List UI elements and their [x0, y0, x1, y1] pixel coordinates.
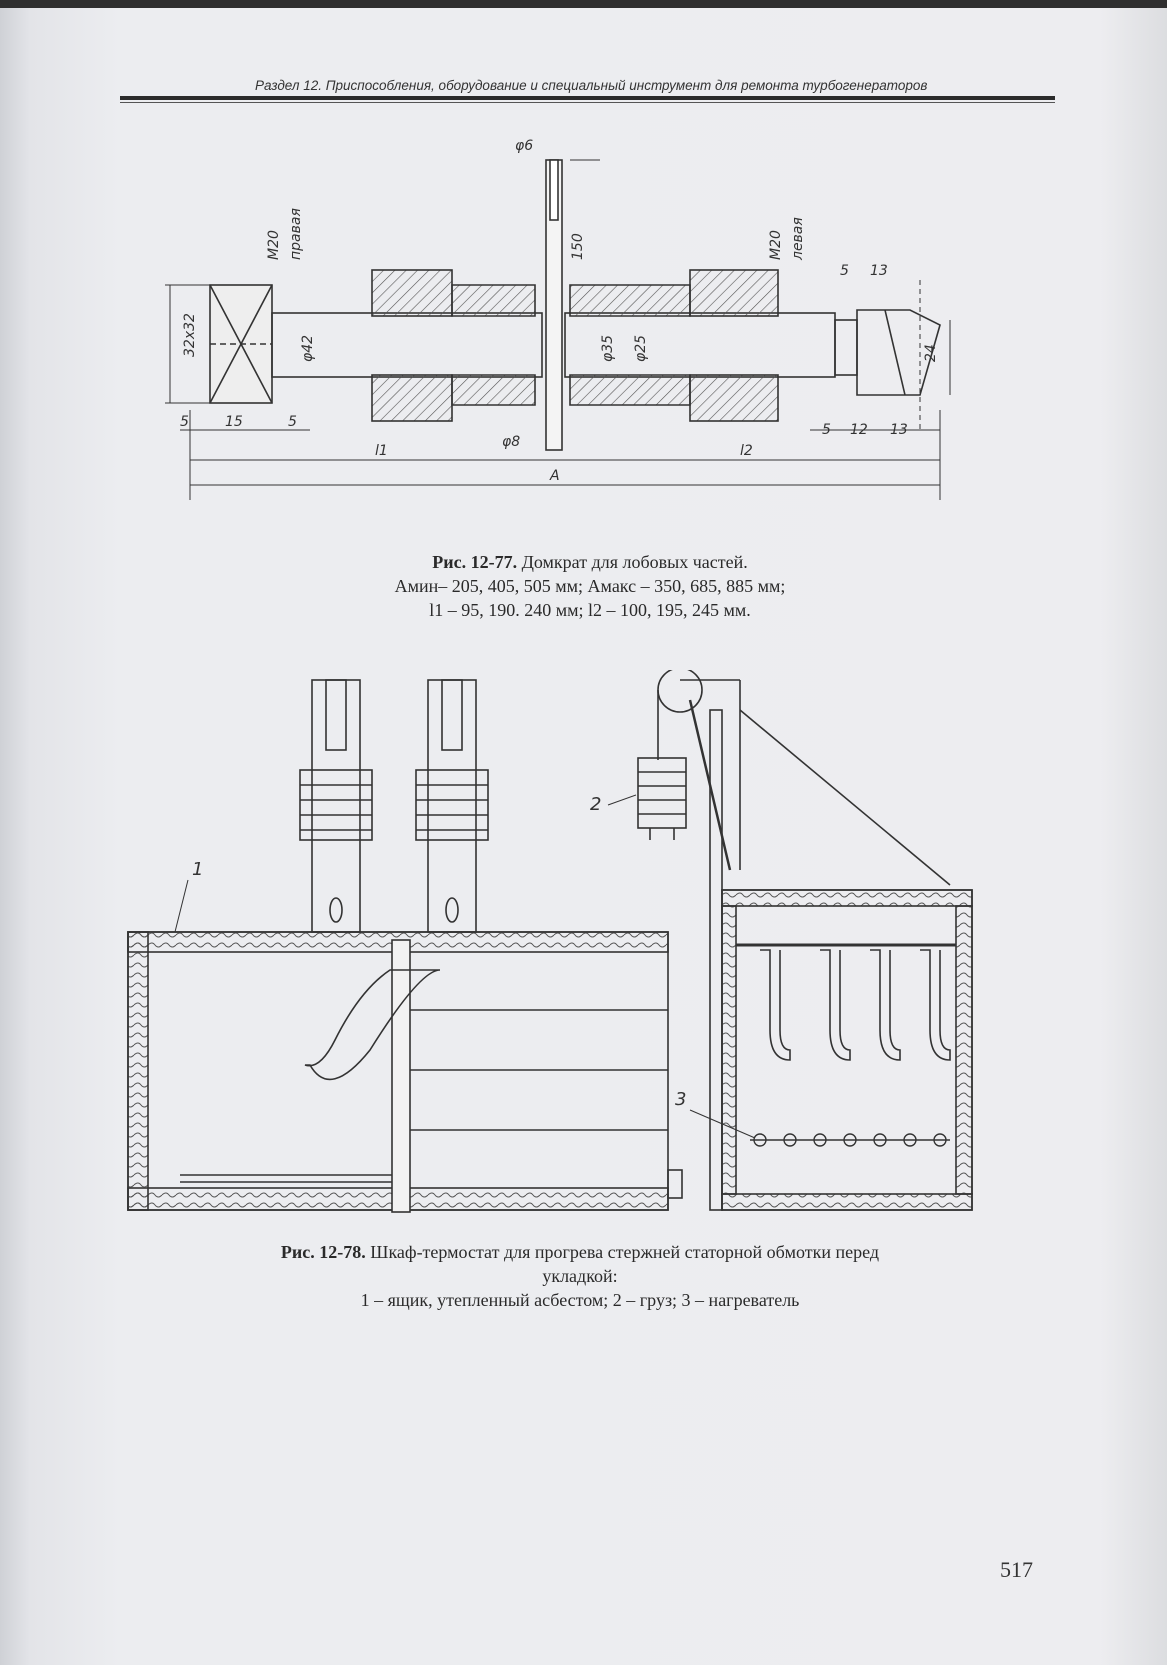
fig78-number: Рис. 12-78.: [280, 1242, 366, 1262]
right-wedge-tip: [856, 309, 941, 396]
dim-5-left: 5: [180, 414, 189, 430]
hanging-bars-right: [736, 943, 956, 1061]
dim-15: 15: [225, 414, 243, 430]
hanging-bar-1: [299, 679, 373, 933]
dim-l1: l1: [375, 443, 388, 459]
stator-bar-curved: [304, 969, 441, 1081]
label-2: 2: [590, 794, 601, 815]
figure-12-77-drawing: φ6 32х32 M20 правая φ42 150 φ35 φ25 M20 …: [165, 138, 951, 500]
fig78-legend: 1 – ящик, утепленный асбестом; 2 – груз;…: [360, 1290, 800, 1310]
header-rule-thin: [120, 102, 1055, 103]
figure-12-77-caption: Рис. 12-77. Домкрат для лобовых частей. …: [230, 550, 950, 622]
dim-A: A: [549, 468, 560, 484]
fig77-line3: l1 – 95, 190. 240 мм; l2 – 100, 195, 245…: [429, 600, 751, 620]
dim-150: 150: [570, 233, 586, 260]
fig77-line2: Aмин– 205, 405, 505 мм; Aмакс – 350, 685…: [394, 576, 786, 596]
dim-13-bottom: 13: [890, 422, 908, 438]
dim-l2: l2: [740, 443, 753, 459]
right-nut-lower: [689, 374, 779, 422]
fig78-title-cont: укладкой:: [542, 1266, 618, 1286]
left-nut-upper: [371, 269, 453, 317]
figure-12-78-drawing: 1 2 3: [127, 670, 973, 1213]
dim-m20-right-thread: M20: [266, 230, 282, 260]
scan-top-edge: [0, 0, 1167, 8]
figure-12-78-caption: Рис. 12-78. Шкаф-термостат для прогрева …: [150, 1240, 1010, 1312]
left-nut-lower: [371, 374, 453, 422]
dim-5-mid: 5: [288, 414, 297, 430]
dim-5-bottom: 5: [822, 422, 831, 438]
dim-5-top: 5: [840, 263, 849, 279]
dim-phi6: φ6: [515, 138, 533, 154]
dim-phi25: φ25: [633, 335, 649, 362]
label-3: 3: [675, 1089, 686, 1110]
dim-m20-left-thread: M20: [768, 230, 784, 260]
dim-pravaya: правая: [288, 208, 304, 260]
fig78-title: Шкаф-термостат для прогрева стержней ста…: [370, 1242, 880, 1262]
right-nut-upper: [689, 269, 779, 317]
running-header: Раздел 12. Приспособления, оборудование …: [255, 78, 928, 93]
hoist-cable: [739, 709, 951, 886]
mast: [709, 709, 723, 1211]
counterweight: [637, 757, 687, 829]
page-number: 517: [1000, 1557, 1033, 1582]
label-1: 1: [192, 859, 203, 880]
pulley: [657, 670, 703, 713]
dim-phi8: φ8: [502, 434, 520, 450]
heater: [750, 1133, 950, 1147]
dim-13-top: 13: [870, 263, 888, 279]
hanging-bar-2: [415, 679, 489, 933]
fig77-title: Домкрат для лобовых частей.: [521, 552, 748, 572]
dim-24: 24: [923, 344, 939, 362]
header-rule: [120, 96, 1055, 100]
dim-levaya: левая: [790, 217, 806, 261]
fig77-number: Рис. 12-77.: [432, 552, 518, 572]
dim-phi35: φ35: [600, 335, 616, 362]
dim-12: 12: [850, 422, 868, 438]
dim-phi42: φ42: [300, 335, 316, 362]
dim-32x32: 32х32: [182, 313, 198, 357]
